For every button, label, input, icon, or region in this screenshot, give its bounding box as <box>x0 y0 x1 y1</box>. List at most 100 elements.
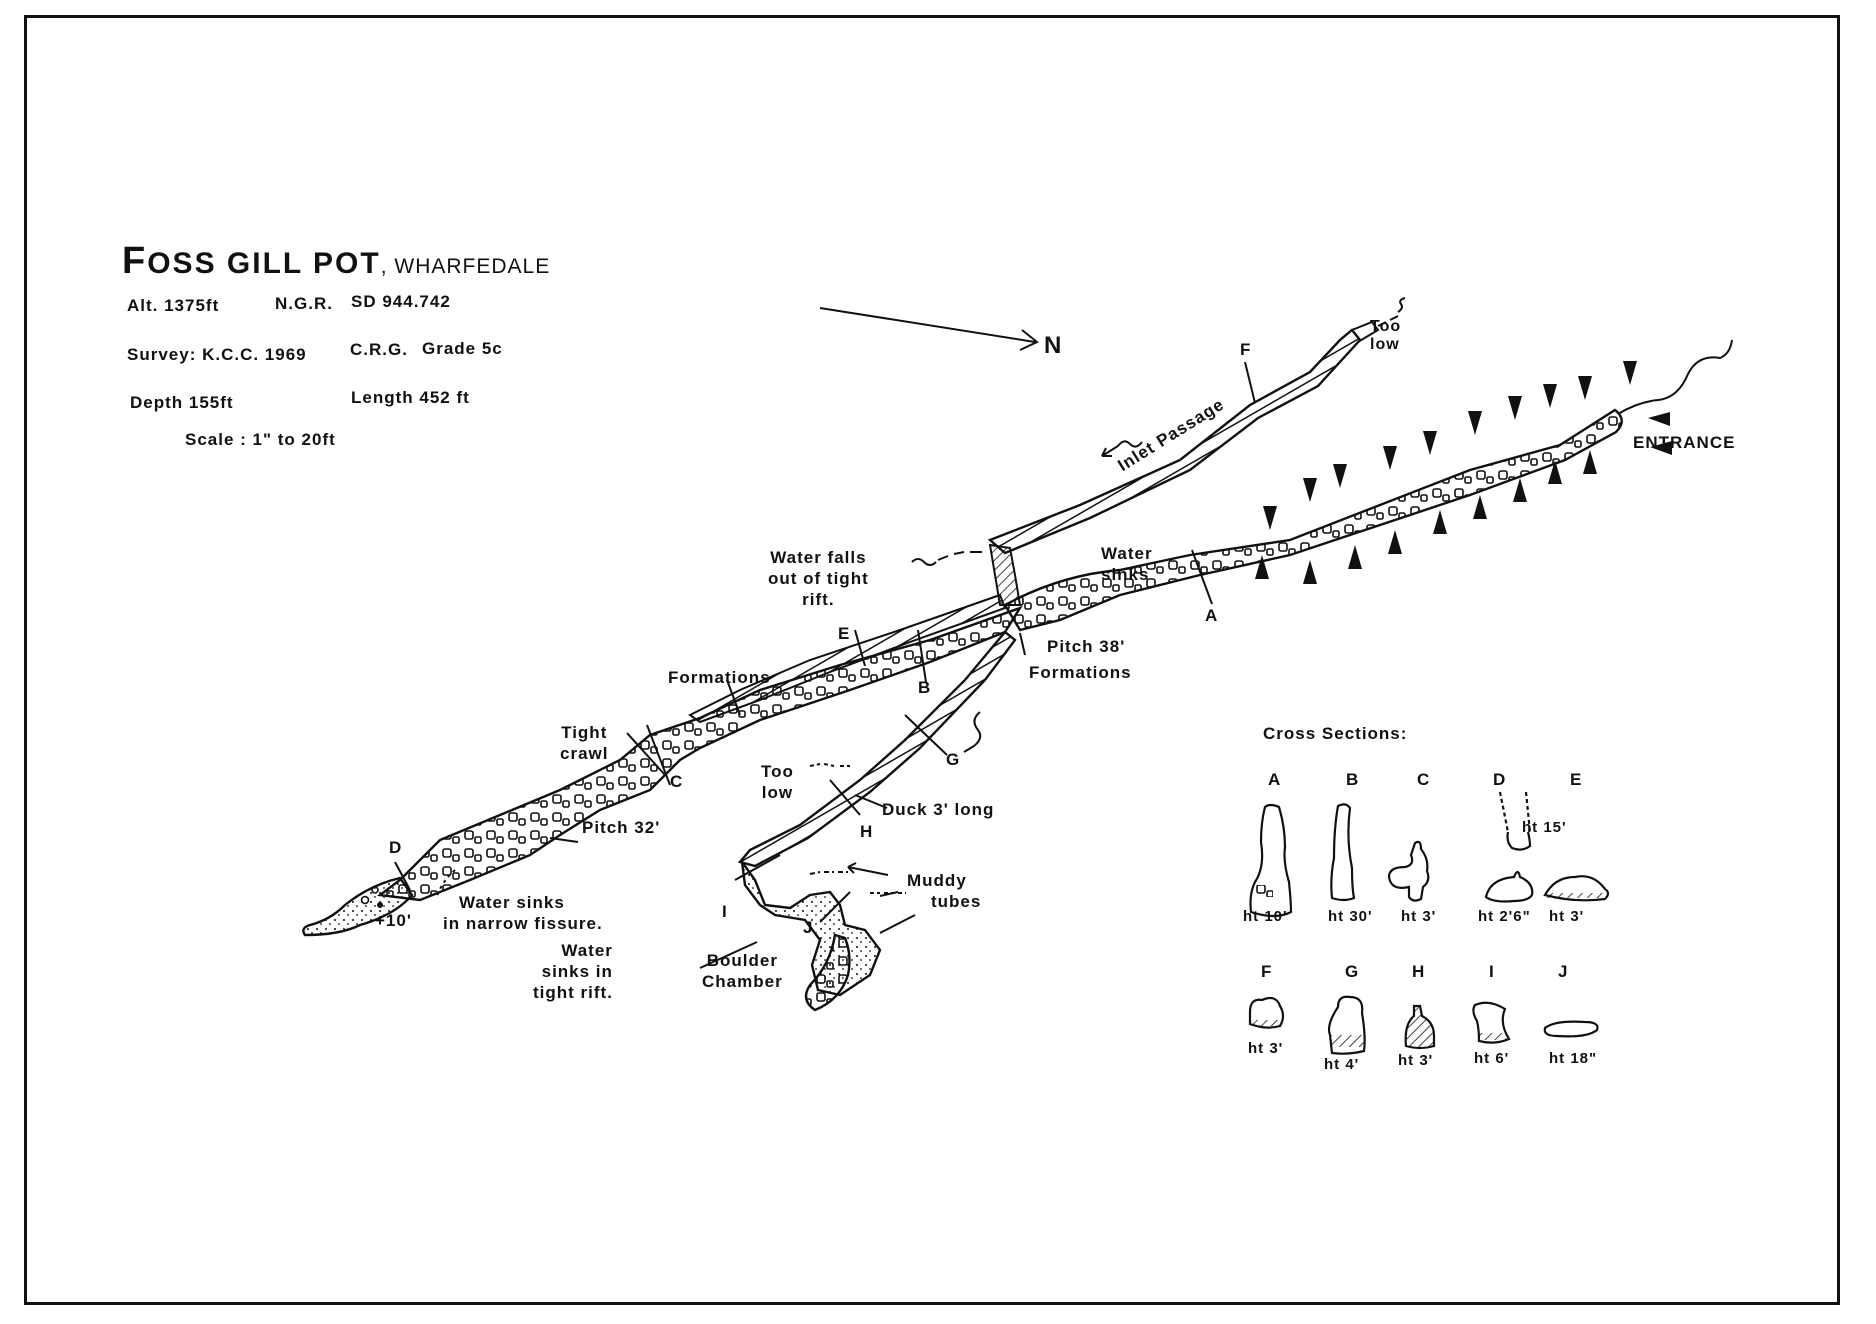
hachure-wedge <box>1513 478 1527 502</box>
section-marker-c: C <box>670 772 684 791</box>
hachure-wedge <box>1423 431 1437 455</box>
entrance-hachures <box>1255 361 1672 584</box>
too-low-line-2: low <box>1370 336 1400 353</box>
label-too-low-top: Too low <box>1370 318 1401 354</box>
label-boulder-chamber: Boulder Chamber <box>702 950 783 992</box>
label-tight-crawl: Tight crawl <box>560 722 608 764</box>
section-marker-b: B <box>918 678 932 697</box>
title-initial: F <box>122 240 148 282</box>
hachure-wedge <box>1255 555 1269 579</box>
cross-section-height-a: ht 10' <box>1243 908 1288 925</box>
tight-crawl-line-1: Tight <box>561 723 608 742</box>
section-marker-a: A <box>1205 606 1219 625</box>
fissure-line-2: in narrow fissure. <box>443 914 603 933</box>
hachure-wedge <box>1583 450 1597 474</box>
label-formations-right: Formations <box>1029 663 1132 682</box>
altitude: Alt. 1375ft <box>127 296 220 315</box>
label-entrance: ENTRANCE <box>1633 433 1736 452</box>
hachure-wedge <box>1383 446 1397 470</box>
north-label: N <box>1044 332 1063 359</box>
inlet-passage <box>987 297 1406 555</box>
too-low-mid-line-1: Too <box>761 762 794 781</box>
length: Length 452 ft <box>351 388 470 407</box>
cross-section-height-h: ht 3' <box>1398 1052 1434 1069</box>
rift-line-1: Water <box>561 941 613 960</box>
cross-section-id-g: G <box>1345 962 1360 981</box>
hachure-wedge <box>1388 530 1402 554</box>
cross-section-id-i: I <box>1489 962 1495 981</box>
cross-section-id-d: D <box>1493 770 1507 789</box>
cross-section-id-c: C <box>1417 770 1431 789</box>
hachure-wedge <box>1303 560 1317 584</box>
section-marker-i: I <box>722 902 728 921</box>
label-pitch-32: Pitch 32' <box>582 818 661 837</box>
cross-section-drawings <box>1248 791 1610 1055</box>
hachure-wedge <box>1650 441 1672 455</box>
label-pitch-38: Pitch 38' <box>1047 637 1126 656</box>
cross-section-height-j: ht 18" <box>1549 1050 1598 1067</box>
hachure-wedge <box>1433 510 1447 534</box>
entrance-passage <box>1003 339 1733 632</box>
water-sinks-line-1: Water <box>1101 544 1153 563</box>
hachure-wedge <box>1508 396 1522 420</box>
cross-section-extra-d: ht 15' <box>1522 819 1567 836</box>
section-marker-f: F <box>1240 340 1252 359</box>
cross-section-height-g: ht 4' <box>1324 1056 1360 1073</box>
fissure-line-1: Water sinks <box>459 893 565 912</box>
label-water-sinks-fissure: Water sinks in narrow fissure. <box>443 892 603 934</box>
rift-line-3: tight rift. <box>533 983 613 1002</box>
hachure-wedge <box>1468 411 1482 435</box>
lower-branch-passage <box>737 630 1017 1012</box>
tight-crawl-line-2: crawl <box>560 744 609 763</box>
hachure-wedge <box>1648 412 1670 426</box>
too-low-mid-line-2: low <box>761 783 794 802</box>
hachure-wedge <box>1348 545 1362 569</box>
section-marker-e: E <box>838 624 851 643</box>
hachure-wedge <box>1473 495 1487 519</box>
cross-section-height-e: ht 3' <box>1549 908 1585 925</box>
cross-section-height-b: ht 30' <box>1328 908 1373 925</box>
water-falls-line-1: Water falls <box>770 548 867 567</box>
label-too-low-mid: Too low <box>761 761 794 803</box>
crg-label: C.R.G. <box>350 340 408 359</box>
cross-section-height-i: ht 6' <box>1474 1050 1510 1067</box>
label-water-falls: Water falls out of tight rift. <box>768 547 869 610</box>
section-marker-g: G <box>946 750 961 769</box>
cross-section-id-h: H <box>1412 962 1426 981</box>
rift-line-2: sinks in <box>541 962 613 981</box>
cross-section-height-d: ht 2'6" <box>1478 908 1531 925</box>
north-arrow-icon <box>819 307 1039 351</box>
cross-section-id-e: E <box>1570 770 1583 789</box>
too-low-line-1: Too <box>1370 318 1402 335</box>
section-marker-h: H <box>860 822 874 841</box>
cross-section-height-f: ht 3' <box>1248 1040 1284 1057</box>
water-falls-line-2: out of tight <box>768 569 869 588</box>
boulder-line-2: Chamber <box>702 972 783 991</box>
boulder-line-1: Boulder <box>706 951 778 970</box>
cross-section-height-c: ht 3' <box>1401 908 1437 925</box>
hachure-wedge <box>1623 361 1637 385</box>
title-region: , WHARFEDALE <box>380 255 551 278</box>
hachure-wedge <box>1548 460 1562 484</box>
leader-lines <box>549 632 1026 969</box>
map-title: FOSS GILL POT, WHARFEDALE <box>122 240 550 283</box>
hachure-wedge <box>1578 376 1592 400</box>
muddy-tubes-line-2: tubes <box>931 892 982 911</box>
cross-section-id-b: B <box>1346 770 1360 789</box>
hachure-wedge <box>1333 464 1347 488</box>
inlet-connector <box>911 543 1022 606</box>
water-falls-line-3: rift. <box>802 590 835 609</box>
cross-section-id-f: F <box>1261 962 1273 981</box>
ngr-label: N.G.R. <box>275 294 333 313</box>
hachure-wedge <box>1303 478 1317 502</box>
label-water-sinks-rift: Water sinks in tight rift. <box>533 940 613 1003</box>
label-duck: Duck 3' long <box>882 800 995 819</box>
label-muddy-tubes: Muddy tubes <box>907 870 981 912</box>
depth: Depth 155ft <box>130 393 234 412</box>
label-water-sinks: Water sinks <box>1101 543 1153 585</box>
crg-grade: Grade 5c <box>422 339 503 358</box>
scale: Scale : 1" to 20ft <box>185 430 336 449</box>
cross-sections-heading: Cross Sections: <box>1263 724 1408 743</box>
cross-section-id-a: A <box>1268 770 1282 789</box>
